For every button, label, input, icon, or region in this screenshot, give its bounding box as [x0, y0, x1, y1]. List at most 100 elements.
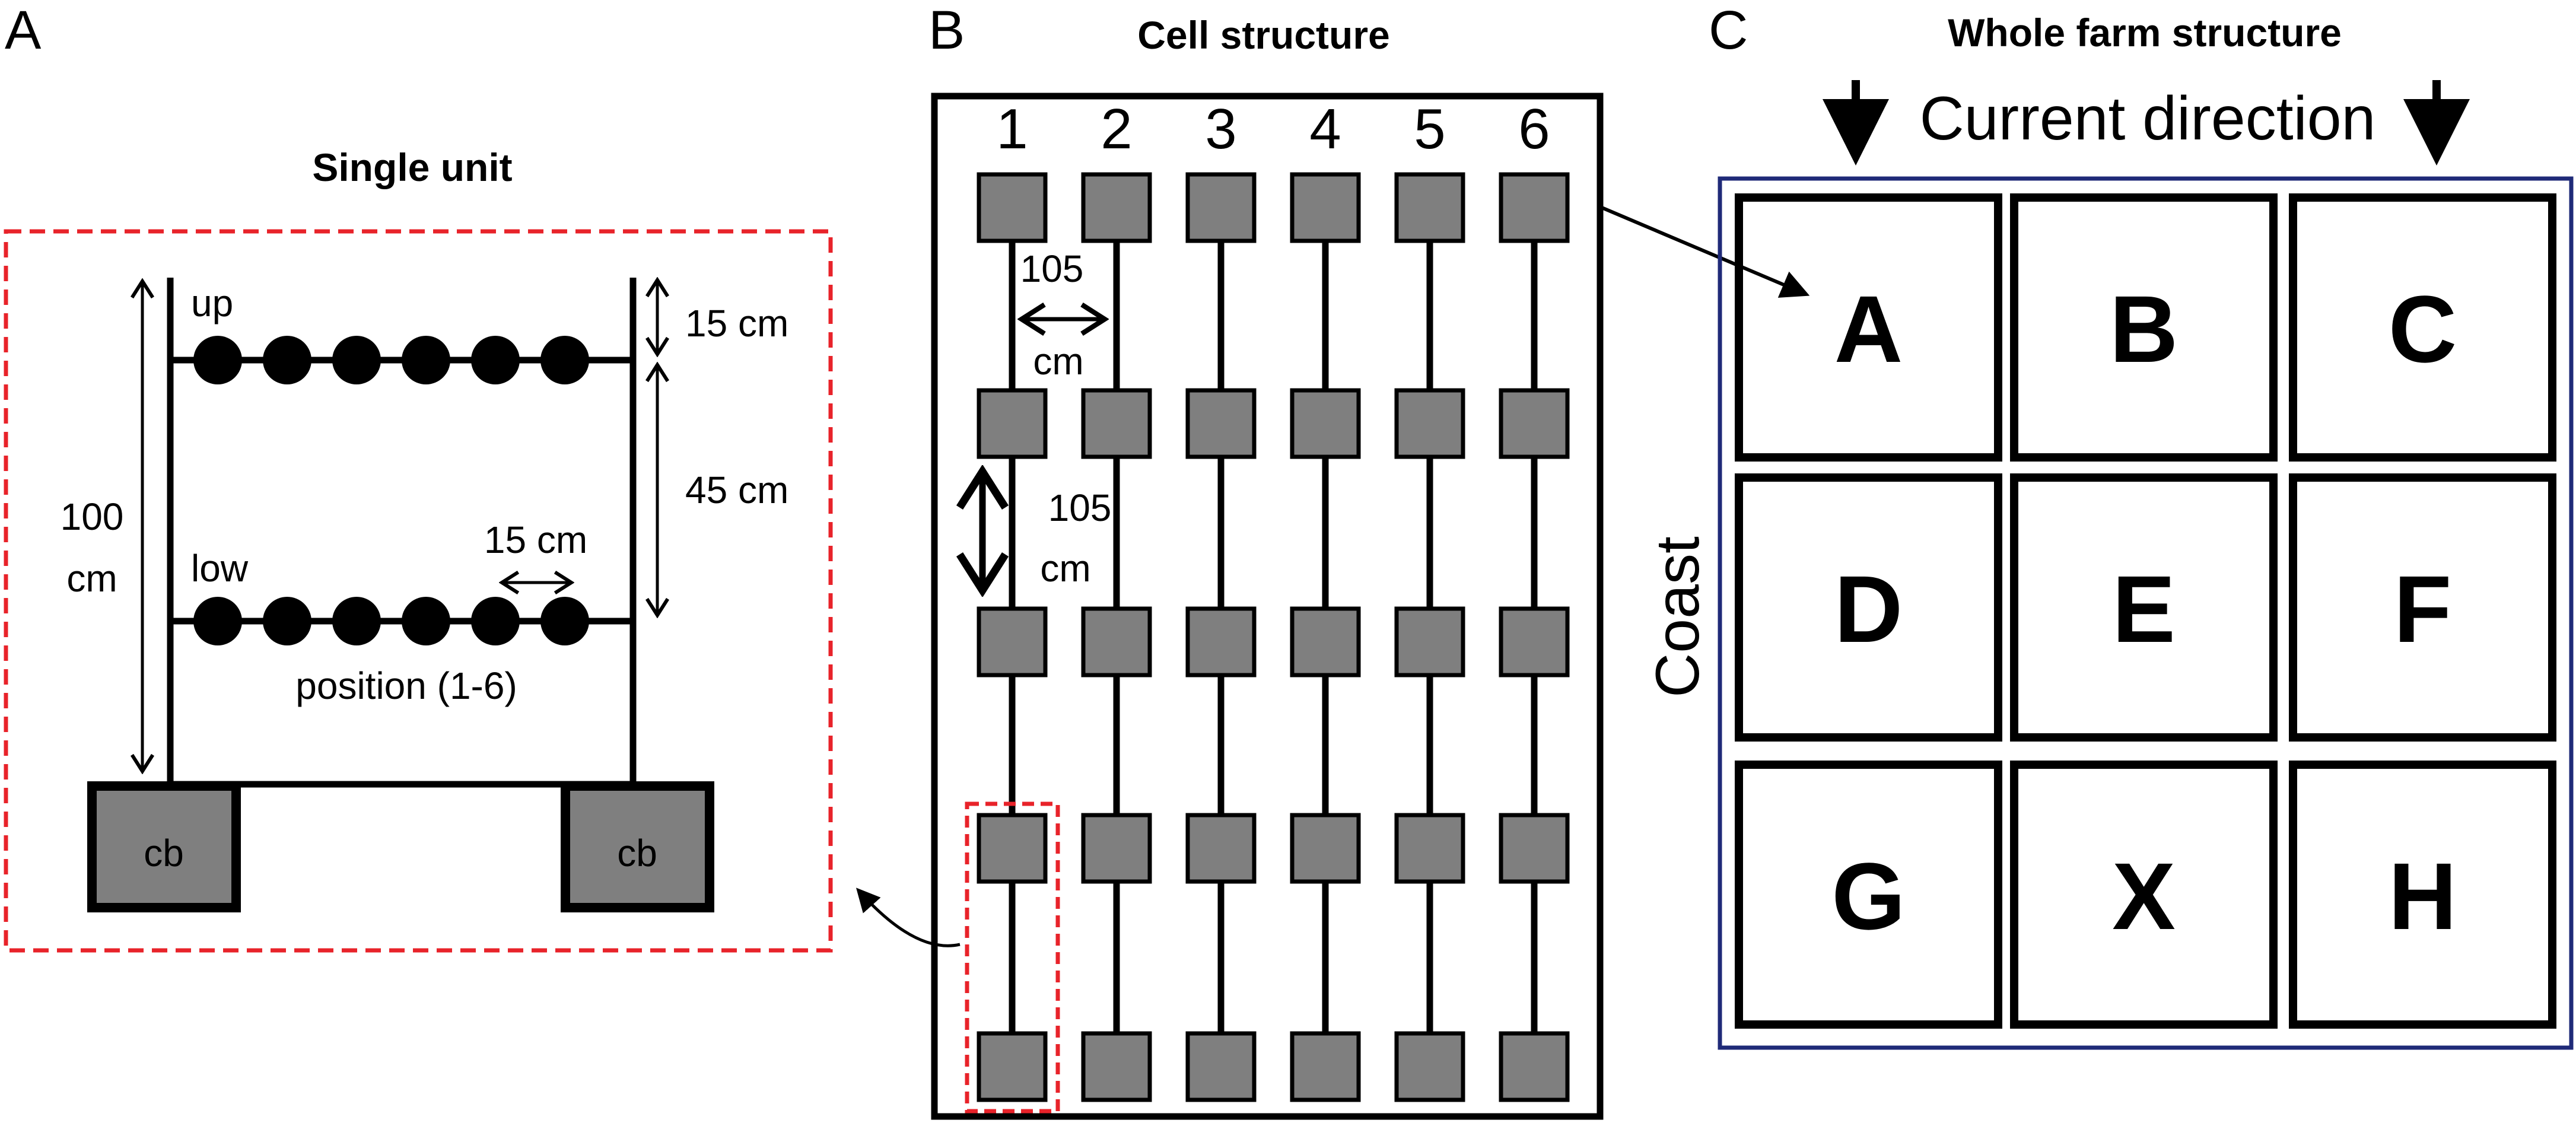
- height-dimension-unit: cm: [66, 557, 117, 600]
- panel-b-letter: B: [928, 0, 965, 61]
- column-spacing-unit: cm: [1033, 340, 1083, 383]
- bead-low: [332, 597, 381, 645]
- cement-block: [1499, 606, 1570, 677]
- cement-block: [977, 606, 1048, 677]
- cement-block: [977, 1031, 1048, 1102]
- bead-up: [540, 336, 589, 384]
- farm-cell-label: B: [2110, 276, 2179, 382]
- cement-block: [1290, 606, 1361, 677]
- cement-block: [1394, 388, 1465, 459]
- cell-frame: [931, 93, 1604, 1120]
- cement-block: [1081, 1031, 1152, 1102]
- farm-cell: [2289, 473, 2556, 742]
- column-label: 3: [1205, 97, 1236, 161]
- cement-block: [1081, 813, 1152, 884]
- bead-up: [332, 336, 381, 384]
- cement-block: [1185, 813, 1257, 884]
- farm-cell-label: X: [2112, 843, 2176, 949]
- line-gap-dimension-label: 45 cm: [685, 469, 788, 511]
- cement-block: [1394, 813, 1465, 884]
- cement-block-right: [561, 781, 714, 912]
- column-spacing-value: 105: [1020, 247, 1084, 290]
- farm-border: [1718, 176, 2574, 1050]
- bead-up: [471, 336, 520, 384]
- farm-cell: [2289, 761, 2556, 1029]
- height-dimension-value: 100: [61, 495, 124, 538]
- panel-c-letter: C: [1709, 0, 1748, 61]
- cement-block: [1185, 1031, 1257, 1102]
- position-label: position (1-6): [295, 664, 517, 707]
- cell-to-farm-arrow: [1601, 206, 1810, 298]
- panel-a: A Single unit cb cb up low position (1-6…: [4, 0, 833, 953]
- coast-label: Coast: [1643, 536, 1712, 698]
- unit-highlight-dashed-box: [965, 801, 1060, 1114]
- farm-cell: [1735, 761, 2002, 1029]
- cement-block: [1185, 172, 1257, 243]
- column-label: 6: [1518, 97, 1550, 161]
- cement-block: [1499, 172, 1570, 243]
- farm-cell: [2010, 761, 2278, 1029]
- farm-grid: A B C D E F G X H: [1735, 193, 2556, 1029]
- cement-block-left: [87, 781, 241, 912]
- farm-cell-label: A: [1834, 276, 1903, 382]
- cement-block: [1394, 606, 1465, 677]
- bead-up: [263, 336, 311, 384]
- cement-block: [1394, 1031, 1465, 1102]
- current-direction-label: Current direction: [1920, 84, 2376, 153]
- farm-cell-label: E: [2112, 556, 2176, 662]
- row-spacing-value: 105: [1048, 486, 1112, 529]
- farm-cell: [2289, 193, 2556, 462]
- cement-block: [1290, 813, 1361, 884]
- column-label: 1: [996, 97, 1028, 161]
- cement-block: [1499, 388, 1570, 459]
- bead-low: [193, 597, 242, 645]
- top-gap-dimension-label: 15 cm: [685, 302, 788, 345]
- bead-low: [471, 597, 520, 645]
- panel-c-title: Whole farm structure: [1948, 11, 2342, 55]
- cement-block: [1499, 1031, 1570, 1102]
- cement-block: [1081, 606, 1152, 677]
- cement-block: [977, 172, 1048, 243]
- panel-a-letter: A: [5, 0, 42, 61]
- cement-block: [1081, 388, 1152, 459]
- upper-beads: [193, 336, 589, 384]
- cement-block: [1394, 172, 1465, 243]
- lower-beads: [193, 597, 589, 645]
- cement-block-right-label: cb: [617, 832, 657, 874]
- farm-cell-label: C: [2389, 276, 2457, 382]
- bead-low: [263, 597, 311, 645]
- column-label: 5: [1414, 97, 1445, 161]
- panel-a-title: Single unit: [312, 145, 512, 189]
- panel-c: C Whole farm structure Current direction…: [1643, 0, 2574, 1050]
- bead-up: [402, 336, 450, 384]
- cell-column-labels: 1 2 3 4 5 6: [996, 97, 1550, 161]
- label-up: up: [191, 282, 233, 325]
- panel-b: B Cell structure 1 2 3 4 5 6 105 cm 105 cm: [856, 0, 1810, 1120]
- farm-cell-label: G: [1831, 843, 1905, 949]
- cement-block: [977, 813, 1048, 884]
- farm-cell: [2010, 473, 2278, 742]
- single-unit-dashed-box: [4, 229, 833, 953]
- cement-block: [977, 388, 1048, 459]
- cement-block: [1499, 813, 1570, 884]
- curved-arrow-icon: [856, 887, 961, 947]
- farm-cell-label: D: [1834, 556, 1903, 662]
- cement-block: [1185, 606, 1257, 677]
- farm-cell-label: F: [2394, 556, 2452, 662]
- cement-block: [1185, 388, 1257, 459]
- bead-low: [540, 597, 589, 645]
- label-low: low: [191, 547, 249, 590]
- panel-b-title: Cell structure: [1137, 13, 1389, 57]
- cell-grid: [977, 172, 1570, 1102]
- column-label: 2: [1101, 97, 1132, 161]
- cement-block-left-label: cb: [144, 832, 184, 874]
- farm-cell: [2010, 193, 2278, 462]
- cement-block: [1290, 172, 1361, 243]
- farm-cell-label: H: [2389, 843, 2457, 949]
- cement-block: [1290, 1031, 1361, 1102]
- column-label: 4: [1309, 97, 1341, 161]
- farm-cell: [1735, 473, 2002, 742]
- bead-low: [402, 597, 450, 645]
- row-spacing-unit: cm: [1040, 547, 1090, 590]
